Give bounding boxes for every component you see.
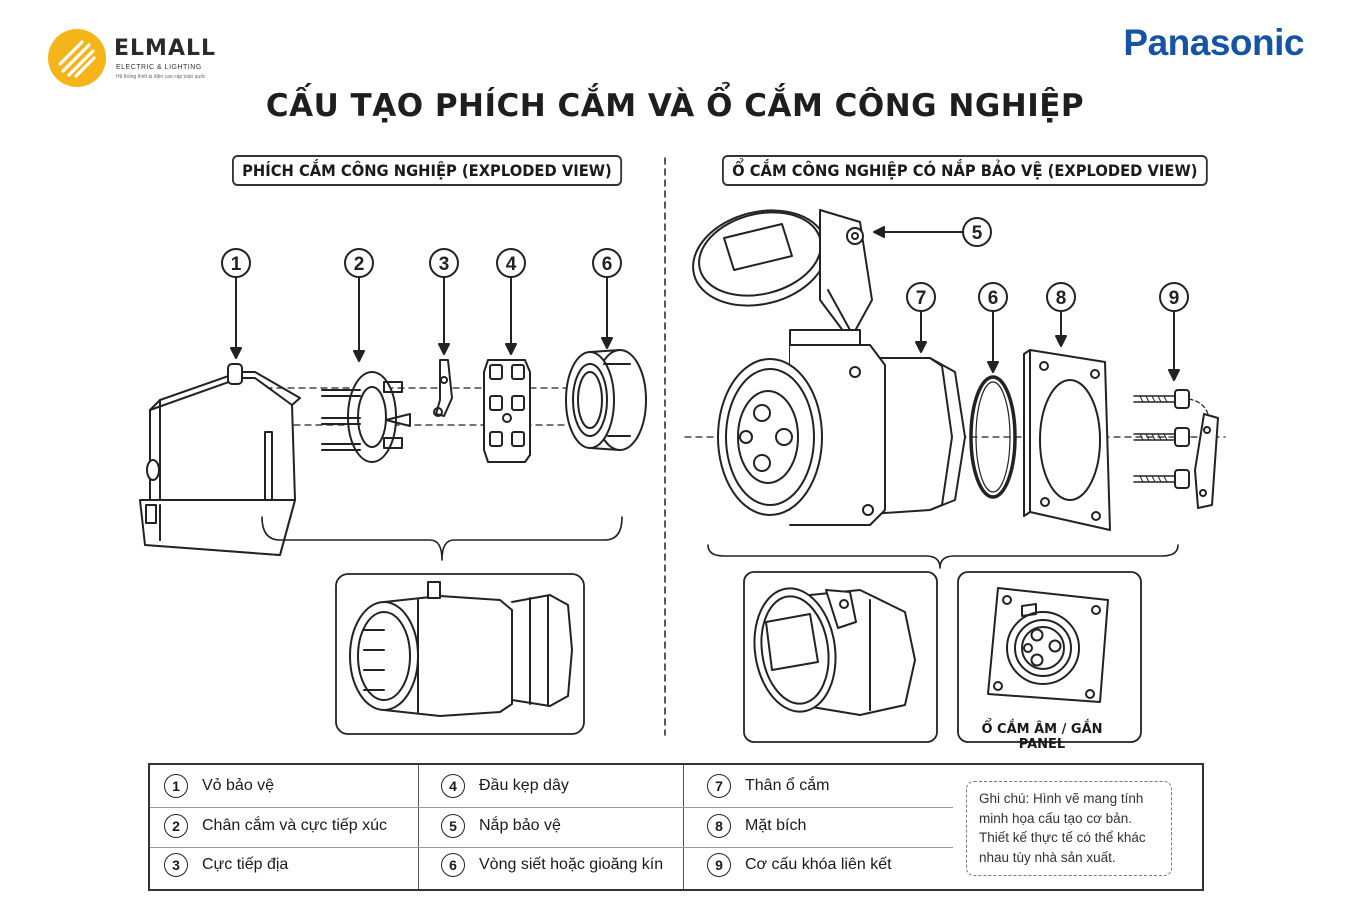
left-brace (261, 516, 623, 561)
callout-1: 1 (221, 248, 251, 278)
brand-name: ELMALL (114, 36, 217, 61)
legend-label: Cực tiếp địa (202, 856, 289, 873)
legend-number: 2 (164, 814, 188, 838)
callout-2-text: 2 (354, 254, 365, 275)
callout-6-right: 6 (978, 282, 1008, 312)
legend-item-2: 2 Chân cắm và cực tiếp xúc (164, 814, 387, 838)
part-6-o-ring (969, 375, 1017, 499)
legend-row-line (150, 807, 418, 808)
callout-3-text: 3 (439, 254, 450, 275)
legend-item-4: 4 Đầu kẹp dây (441, 774, 569, 798)
callout-6-right-text: 6 (988, 288, 999, 309)
legend-row-line (418, 807, 683, 808)
part-5-hinged-lid (692, 209, 873, 349)
legend-label: Thân ổ cắm (745, 777, 830, 794)
legend-row-line (418, 847, 683, 848)
legend-label: Nắp bảo vệ (479, 817, 561, 834)
page-title: CẤU TẠO PHÍCH CẮM VÀ Ổ CẮM CÔNG NGHIỆP (265, 88, 1085, 124)
callout-6-left-text: 6 (602, 254, 613, 275)
right-callouts: 5 7 6 8 9 (906, 217, 1189, 312)
brand-subtitle: ELECTRIC & LIGHTING (116, 64, 202, 71)
right-panel-label: Ổ CẮM CÔNG NGHIỆP CÓ NẮP BẢO VỆ (EXPLODE… (722, 155, 1208, 186)
elmall-logo-icon (48, 29, 106, 87)
part-2-pin-carrier (321, 371, 411, 463)
left-callouts: 1 2 3 4 6 (221, 248, 622, 278)
part-4-terminal-block (483, 359, 531, 463)
legend-label: Vòng siết hoặc gioăng kín (479, 856, 664, 873)
right-callout-arrows (873, 226, 1180, 381)
callout-6-left: 6 (592, 248, 622, 278)
callout-7-text: 7 (916, 288, 927, 309)
legend-note: Ghi chú: Hình vẽ mang tính minh họa cấu … (966, 781, 1172, 876)
callout-1-text: 1 (231, 254, 242, 275)
callout-7: 7 (906, 282, 936, 312)
legend-number: 7 (707, 774, 731, 798)
legend-item-1: 1 Vỏ bảo vệ (164, 774, 274, 798)
part-9-locking-parts (1133, 389, 1219, 509)
callout-9-text: 9 (1169, 288, 1180, 309)
part-7-socket-body (717, 329, 966, 526)
legend-number: 9 (707, 853, 731, 877)
panel-mount-caption: Ổ CẮM ÂM / GẮN PANEL (981, 722, 1103, 752)
part-3-earth-contact (433, 359, 453, 417)
legend-label: Mặt bích (745, 817, 807, 834)
legend-label: Đầu kẹp dây (479, 777, 569, 794)
part-6-gland-nut (565, 349, 647, 451)
legend-item-6: 6 Vòng siết hoặc gioăng kín (441, 853, 663, 877)
legend-item-9: 9 Cơ cấu khóa liên kết (707, 853, 892, 877)
legend-number: 4 (441, 774, 465, 798)
legend-item-3: 3 Cực tiếp địa (164, 853, 288, 877)
callout-5-text: 5 (972, 223, 983, 244)
panel-mount-drawing (987, 587, 1109, 703)
legend-item-5: 5 Nắp bảo vệ (441, 814, 561, 838)
legend-table: 1 Vỏ bảo vệ 2 Chân cắm và cực tiếp xúc 3 Cự… (148, 763, 1204, 891)
part-8-flange (1023, 349, 1111, 531)
legend-item-8: 8 Mặt bích (707, 814, 806, 838)
assembled-plug-drawing (349, 581, 573, 717)
legend-row-line (150, 847, 418, 848)
legend-divider (683, 765, 684, 889)
legend-row-line (683, 807, 953, 808)
legend-label: Vỏ bảo vệ (202, 777, 275, 794)
legend-number: 6 (441, 853, 465, 877)
legend-label: Cơ cấu khóa liên kết (745, 856, 892, 873)
legend-number: 3 (164, 853, 188, 877)
brand-tagline: Hệ thống thiết bị điện cao cấp toàn quốc (116, 74, 206, 80)
legend-label: Chân cắm và cực tiếp xúc (202, 817, 388, 834)
part-1-housing (139, 363, 301, 556)
legend-row-line (683, 847, 953, 848)
callout-3: 3 (429, 248, 459, 278)
legend-number: 8 (707, 814, 731, 838)
left-axis-lines (249, 387, 601, 426)
left-panel-label: PHÍCH CẮM CÔNG NGHIỆP (EXPLODED VIEW) (232, 155, 622, 186)
legend-divider (418, 765, 419, 889)
assembled-socket-drawing (753, 587, 916, 716)
callout-5: 5 (962, 217, 992, 247)
brand-logo (46, 28, 236, 88)
callout-4: 4 (496, 248, 526, 278)
right-brace (707, 544, 1179, 569)
callout-4-text: 4 (506, 254, 517, 275)
legend-number: 5 (441, 814, 465, 838)
legend-number: 1 (164, 774, 188, 798)
left-callout-arrows (230, 277, 613, 362)
partner-logo: Panasonic (1123, 22, 1304, 63)
callout-8-text: 8 (1056, 288, 1067, 309)
callout-2: 2 (344, 248, 374, 278)
callout-9: 9 (1159, 282, 1189, 312)
callout-8: 8 (1046, 282, 1076, 312)
legend-item-7: 7 Thân ổ cắm (707, 774, 829, 798)
